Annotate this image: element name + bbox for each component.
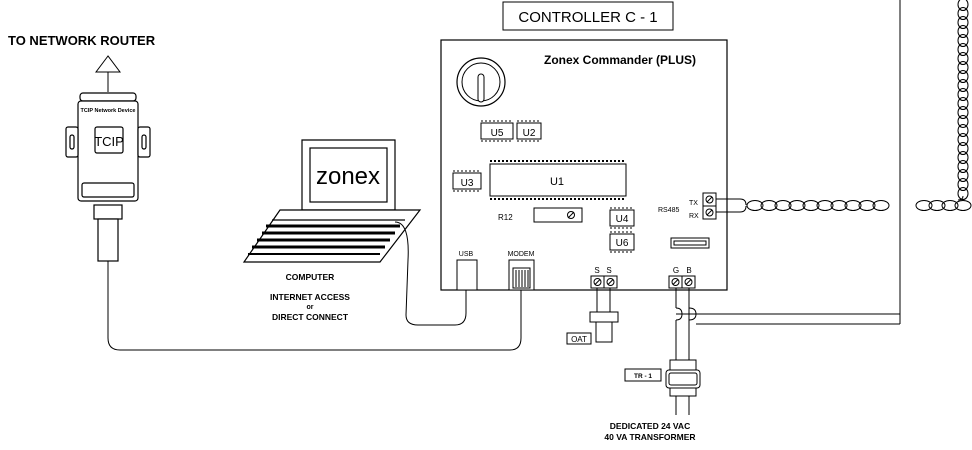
controller-title-box: CONTROLLER C - 1 — [502, 1, 674, 31]
dial-knob-icon — [456, 57, 506, 107]
connector-header — [670, 237, 710, 249]
computer-label-4: DIRECT CONNECT — [272, 312, 349, 322]
oat-sensor — [589, 288, 619, 343]
chip-u6 — [609, 231, 635, 253]
computer-label-1: COMPUTER — [286, 272, 335, 282]
chip-u4-label: U4 — [616, 214, 629, 225]
chip-u1-label: U1 — [550, 176, 564, 188]
chip-u1 — [489, 160, 627, 200]
oat-tag: OAT — [571, 335, 587, 344]
chip-u3-label: U3 — [461, 178, 474, 189]
twisted-pair-cable — [716, 198, 890, 213]
modem-label: MODEM — [508, 251, 535, 258]
sensor-terminal — [590, 275, 618, 289]
power-terminal — [668, 275, 696, 289]
chip-u2-label: U2 — [523, 128, 536, 139]
rs485-label: RS485 — [658, 207, 680, 214]
transformer-label-1: DEDICATED 24 VAC — [610, 421, 690, 431]
r12-potentiometer — [533, 207, 583, 223]
chip-u2 — [516, 120, 542, 142]
transformer-tag: TR - 1 — [634, 373, 652, 380]
computer-label-3: or — [307, 304, 314, 311]
tcip-label: TCIP — [94, 134, 124, 149]
controller-title: CONTROLLER C - 1 — [518, 9, 657, 26]
transformer-tag-box — [624, 368, 662, 382]
twisted-pair-cable-right — [915, 0, 972, 211]
rs485-terminal — [702, 192, 717, 220]
oat-tag-box — [566, 332, 592, 345]
laptop-screen-text: zonex — [316, 163, 380, 190]
modem-port — [508, 259, 535, 291]
s-right-label: S — [606, 266, 611, 275]
power-wires — [675, 0, 901, 360]
chip-u5-label: U5 — [491, 128, 504, 139]
g-label: G — [673, 266, 679, 275]
laptop-computer-icon — [242, 139, 422, 263]
usb-label: USB — [459, 251, 474, 258]
chip-u5 — [480, 120, 514, 142]
controller-name: Zonex Commander (PLUS) — [544, 53, 696, 67]
r12-label: R12 — [498, 213, 513, 222]
transformer-icon — [665, 359, 701, 415]
antenna-icon — [95, 55, 121, 92]
chip-u3 — [452, 170, 482, 192]
tcip-device-header: TCIP Network Device — [81, 108, 136, 114]
chip-u6-label: U6 — [616, 238, 629, 249]
transformer-label-2: 40 VA TRANSFORMER — [604, 432, 695, 442]
usb-cable — [394, 221, 467, 326]
b-label: B — [686, 266, 691, 275]
tx-label: TX — [689, 200, 698, 207]
chip-u4 — [609, 207, 635, 229]
computer-label-2: INTERNET ACCESS — [270, 292, 350, 302]
rx-label: RX — [689, 213, 699, 220]
s-left-label: S — [594, 266, 599, 275]
network-cable — [107, 261, 522, 351]
router-label: TO NETWORK ROUTER — [8, 33, 156, 48]
tcip-network-device — [65, 92, 151, 262]
usb-port — [456, 259, 478, 291]
